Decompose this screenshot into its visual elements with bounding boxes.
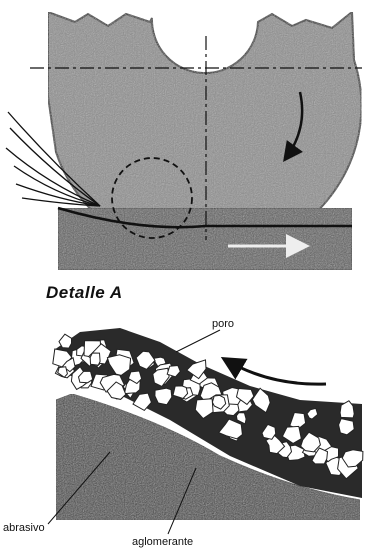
pore-leader-line: [176, 330, 220, 352]
detail-title: Detalle A: [46, 283, 123, 303]
abrasive-label: abrasivo: [3, 522, 45, 534]
workpiece: [58, 208, 352, 270]
binder-label: aglomerante: [132, 536, 193, 548]
pore-label: poro: [212, 318, 234, 330]
abrasive-grain: [90, 353, 100, 365]
detail-rotation-arrow-icon: [226, 360, 326, 384]
